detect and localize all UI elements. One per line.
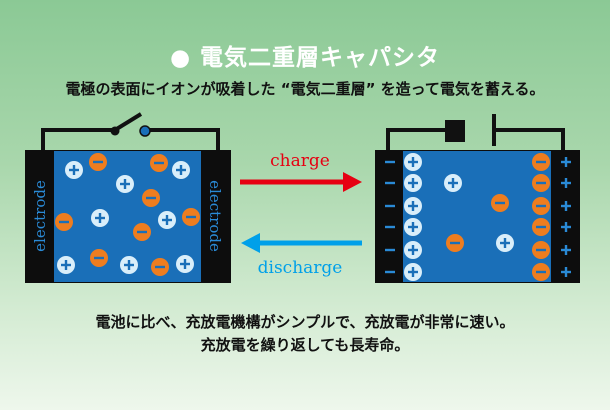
anion-icon bbox=[532, 174, 550, 192]
switch-contact bbox=[139, 125, 151, 137]
anion-icon bbox=[150, 154, 168, 172]
capacitor-circuit bbox=[386, 114, 565, 150]
right-electrolyte bbox=[403, 151, 551, 282]
cation-icon bbox=[404, 218, 422, 236]
cation-icon bbox=[444, 174, 462, 192]
cation-icon bbox=[404, 241, 422, 259]
anion-icon bbox=[151, 258, 169, 276]
anion-icon bbox=[89, 153, 107, 171]
anion-icon bbox=[532, 197, 550, 215]
cation-icon bbox=[404, 263, 422, 281]
cation-icon bbox=[65, 161, 83, 179]
cation-icon bbox=[116, 175, 134, 193]
right-electrode-label: electrode bbox=[206, 180, 224, 252]
cation-icon bbox=[496, 234, 514, 252]
anion-icon bbox=[532, 153, 550, 171]
plus-charge-icon bbox=[561, 201, 571, 211]
bottom-text-line2: 充放電を繰り返しても長寿命。 bbox=[200, 336, 410, 354]
cation-icon bbox=[91, 209, 109, 227]
cation-icon bbox=[404, 153, 422, 171]
switch-circuit bbox=[41, 112, 220, 150]
discharge-arrow-head bbox=[241, 233, 260, 253]
cation-icon bbox=[158, 211, 176, 229]
anion-icon bbox=[532, 263, 550, 281]
anion-icon bbox=[182, 208, 200, 226]
discharge-label: discharge bbox=[258, 258, 343, 278]
left-electrode-label: electrode bbox=[31, 180, 49, 252]
anion-icon bbox=[90, 249, 108, 267]
cation-icon bbox=[120, 256, 138, 274]
anion-icon bbox=[532, 218, 550, 236]
plus-charge-icon bbox=[561, 222, 571, 232]
cation-icon bbox=[57, 256, 75, 274]
cation-icon bbox=[176, 255, 194, 273]
bottom-text-line1: 電池に比べ、充放電機構がシンプルで、充放電が非常に速い。 bbox=[95, 313, 515, 331]
diagram-title: ● 電気二重層キャパシタ bbox=[169, 45, 441, 71]
capacitor-plate-block bbox=[445, 120, 465, 142]
switch-pivot bbox=[110, 126, 120, 136]
plus-charge-icon bbox=[561, 178, 571, 188]
plus-charge-icon bbox=[561, 267, 571, 277]
cation-icon bbox=[172, 161, 190, 179]
plus-charge-icon bbox=[561, 157, 571, 167]
anion-icon bbox=[532, 241, 550, 259]
anion-icon bbox=[55, 213, 73, 231]
anion-icon bbox=[142, 189, 160, 207]
anion-icon bbox=[491, 194, 509, 212]
plus-charge-icon bbox=[561, 245, 571, 255]
anion-icon bbox=[133, 223, 151, 241]
charge-label: charge bbox=[270, 151, 330, 171]
diagram-subtitle: 電極の表面にイオンが吸着した “電気二重層” を造って電気を蓄える。 bbox=[65, 80, 545, 98]
cation-icon bbox=[404, 197, 422, 215]
charge-arrow-head bbox=[343, 172, 362, 192]
cation-icon bbox=[404, 174, 422, 192]
anion-icon bbox=[446, 234, 464, 252]
